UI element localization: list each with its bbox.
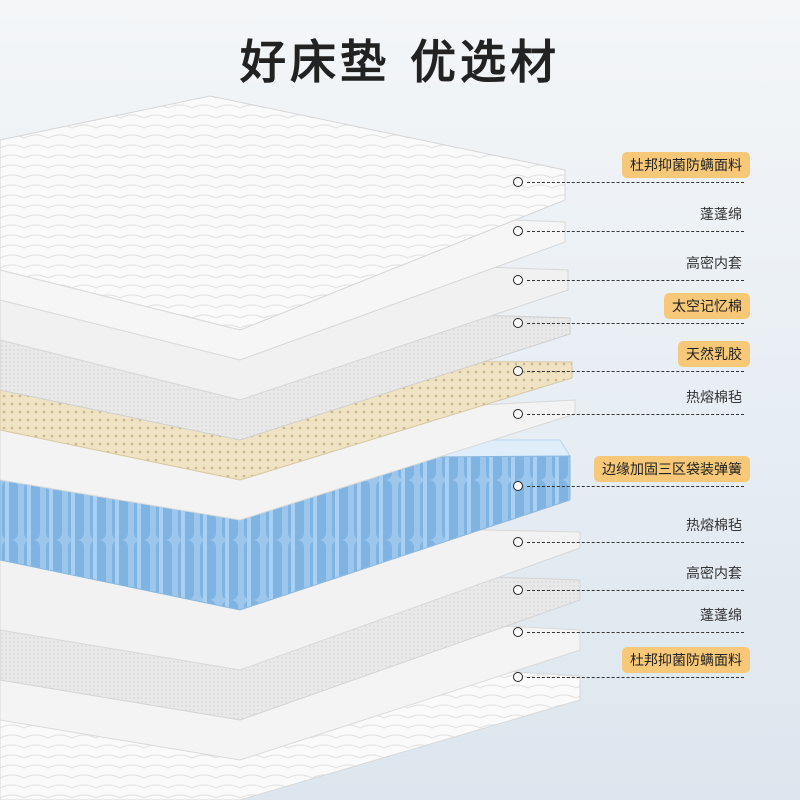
top-fabric-layer: [0, 95, 566, 331]
callout-dot: [513, 585, 523, 595]
callout-line: [527, 542, 744, 543]
page-title: 好床垫 优选材: [239, 35, 560, 89]
callout-line: [527, 182, 744, 183]
callout-line: [527, 280, 744, 281]
layer-label-inner-cover-2: 高密内套: [686, 566, 742, 582]
layer-label-dupont-fabric-2: 杜邦抑菌防螨面料: [622, 647, 750, 673]
callout-dot: [513, 627, 523, 637]
callout-line: [527, 371, 744, 372]
callout-line: [527, 486, 744, 487]
layer-label-inner-cover: 高密内套: [686, 256, 742, 272]
callout-line: [527, 323, 744, 324]
callout-dot: [513, 409, 523, 419]
callout-line: [527, 677, 744, 678]
layer-label-fluffy-cotton-2: 蓬蓬绵: [700, 608, 742, 624]
callout-line: [527, 632, 744, 633]
callout-dot: [513, 177, 523, 187]
layer-label-pocket-springs: 边缘加固三区袋装弹簧: [594, 456, 750, 482]
layer-label-dupont-fabric: 杜邦抑菌防螨面料: [622, 152, 750, 178]
layer-label-felt: 热熔棉毡: [686, 390, 742, 406]
callout-dot: [513, 366, 523, 376]
callout-dot: [513, 275, 523, 285]
callout-dot: [513, 537, 523, 547]
callout-line: [527, 231, 744, 232]
layer-label-fluffy-cotton: 蓬蓬绵: [700, 207, 742, 223]
callout-dot: [513, 672, 523, 682]
layer-label-felt-2: 热熔棉毡: [686, 518, 742, 534]
callout-dot: [513, 481, 523, 491]
layer-label-natural-latex: 天然乳胶: [678, 341, 750, 367]
callout-line: [527, 414, 744, 415]
callout-dot: [513, 226, 523, 236]
callout-line: [527, 590, 744, 591]
callout-dot: [513, 318, 523, 328]
layer-label-memory-foam: 太空记忆棉: [664, 293, 750, 319]
